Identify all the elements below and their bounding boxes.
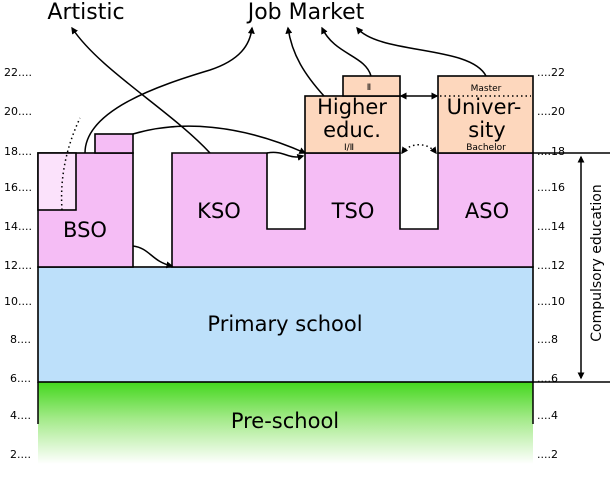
transition-arrows [60, 26, 487, 269]
age-tick-left-18: 18.... [4, 145, 32, 158]
arrow-bso-to-job-market [84, 26, 255, 154]
age-tick-right-10: ....10 [537, 295, 565, 308]
pre-school-label: Pre-school [231, 409, 339, 433]
higher-education-extension-block [342, 75, 401, 97]
arrow-bso-to-kso [132, 245, 174, 269]
university-label-line2: sity [468, 118, 505, 142]
bso-label: BSO [63, 218, 107, 242]
age-tick-right-18: ....18 [537, 145, 565, 158]
age-tick-right-14: ....14 [537, 220, 565, 233]
university-label-line1: Univer- [447, 95, 522, 119]
primary-school-label: Primary school [207, 312, 362, 336]
hbo-cycle-top-label: Ⅱ [367, 83, 371, 93]
kso-label: KSO [197, 199, 241, 223]
age-tick-right-22: ....22 [537, 66, 565, 79]
age-tick-left-2: 2.... [10, 448, 31, 461]
age-tick-right-16: ....16 [537, 181, 565, 194]
arrow-bso-to-tso [132, 125, 307, 154]
age-tick-left-20: 20.... [4, 105, 32, 118]
tso-label: TSO [331, 199, 375, 223]
age-tick-left-8: 8.... [10, 333, 31, 346]
arrow-higher-to-job-market [285, 26, 325, 97]
age-tick-left-22: 22.... [4, 66, 32, 79]
arrow-university-to-job-market [356, 26, 487, 77]
age-tick-right-4: ....4 [537, 409, 558, 422]
age-scale-left: 22.... 20.... 18.... 16.... 14.... 12...… [4, 66, 32, 461]
age-tick-right-20: ....20 [537, 105, 565, 118]
artistic-label: Artistic [47, 0, 124, 25]
age-tick-left-10: 10.... [4, 295, 32, 308]
age-tick-left-6: 6.... [10, 372, 31, 385]
age-tick-right-12: ....12 [537, 259, 565, 272]
age-tick-right-6: ....6 [537, 372, 558, 385]
arrow-higher-ext-to-job-market [321, 26, 372, 77]
hbo-cycle-bottom-label: Ⅰ/Ⅱ [344, 143, 354, 153]
arrow-bso-upper-dotted [60, 117, 81, 211]
age-tick-right-2: ....2 [537, 448, 558, 461]
arrow-tso-aso-dotted [401, 144, 437, 155]
compulsory-education-label: Compulsory education [589, 184, 605, 341]
bso-extension-block [94, 133, 134, 154]
age-scale-right: ....22 ....20 ....18 ....16 ....14 ....1… [537, 66, 565, 461]
bso-upper-block [37, 152, 77, 211]
arrow-kso-to-artistic [71, 26, 211, 154]
age-tick-left-16: 16.... [4, 181, 32, 194]
primary-school-block [37, 266, 534, 383]
bachelor-label: Bachelor [466, 143, 506, 153]
arrow-kso-to-tso [266, 151, 305, 161]
age-tick-left-14: 14.... [4, 220, 32, 233]
age-tick-right-8: ....8 [537, 333, 558, 346]
age-tick-left-12: 12.... [4, 259, 32, 272]
aso-label: ASO [465, 199, 509, 223]
higher-education-label-line1: Higher [317, 95, 387, 119]
pre-school-block [38, 382, 533, 464]
master-label: Master [471, 84, 502, 94]
higher-education-label-line2: educ. [323, 118, 381, 142]
age-tick-left-4: 4.... [10, 409, 31, 422]
job-market-label: Job Market [246, 0, 365, 25]
